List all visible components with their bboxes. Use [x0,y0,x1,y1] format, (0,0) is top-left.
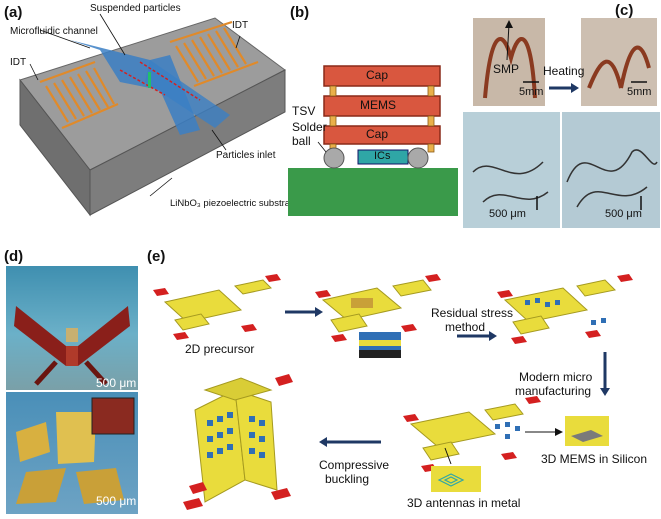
scale-500um-bottom: 500 μm [96,494,137,508]
microstructure-photo-left [463,112,560,228]
scale-500um-top: 500 μm [96,376,137,390]
precursor-2d-cross [153,274,281,340]
panel-d-label: (d) [4,248,24,265]
tsv-label: TSV [292,104,316,118]
scale-500um-left: 500 μm [489,208,526,220]
substrate-label: LiNbO₃ piezoelectric substrate [170,198,298,209]
cap-top-label: Cap [366,68,389,82]
ics-label: ICs [374,150,391,162]
panel-c: (c) SMP Heating 5mm 5mm 500 μm 500 μm [463,0,661,230]
panel-b: (b) Cap MEMS Cap ICs TSV Solder ball [288,0,463,230]
solder-ball-left [323,147,345,169]
compressive-label: Compressive [319,458,390,472]
folded-structure-photo-top [6,266,138,390]
panel-c-overlays [505,20,647,210]
right-idt-electrode [169,20,259,88]
panel-d: (d) 500 μm 500 μm [0,240,145,519]
folded-structure-photo-bottom [6,392,138,514]
scale-5mm-left: 5mm [519,86,544,98]
panel-a-label: (a) [4,4,23,21]
idt-left-label: IDT [10,57,27,68]
precursor-with-mems [497,274,633,344]
smp-label: SMP [493,62,520,76]
ball-label: ball [292,134,311,148]
precursor-with-pattern [315,274,441,358]
cap-bottom-label: Cap [366,127,389,141]
panel-c-label: (c) [615,2,634,19]
modern-micro-label-2: manufacturing [515,384,592,398]
suspended-particles-label: Suspended particles [90,3,181,14]
solder-ball-right [407,147,429,169]
residual-stress-label-1: Residual stress [431,306,514,320]
heating-label: Heating [543,64,585,78]
precursor-with-antennas [403,396,541,472]
particles-inlet-label: Particles inlet [216,150,276,161]
idt-right-label: IDT [232,20,249,31]
scale-500um-right: 500 μm [605,208,642,220]
mems-package-illustration [288,65,458,216]
panel-b-label: (b) [290,4,310,21]
mems-label: MEMS [360,98,396,112]
panel-e-label: (e) [147,248,166,265]
buckled-3d-structure [183,374,293,510]
microstructure-photo-right [562,112,660,228]
microfluidic-channel [70,40,200,135]
saw-device-illustration [19,13,286,217]
panel-e: (e) 2D precursor Residual stress method … [145,240,661,519]
solder-label: Solder [292,120,327,134]
left-idt-electrode [39,60,119,130]
modern-micro-label-1: Modern micro [519,370,593,384]
panel-a: (a) Suspended particles IDT Microfluidic… [0,0,298,230]
residual-stress-label-2: method [445,320,486,334]
buckling-label: buckling [325,472,370,486]
scale-5mm-right: 5mm [627,86,652,98]
mems-3d-label: 3D MEMS in Silicon [541,452,648,466]
smp-after-photo [581,18,657,106]
precursor-2d-label: 2D precursor [185,342,255,356]
mems-silicon-inset [565,416,609,446]
microfluidic-channel-label: Microfluidic channel [10,26,98,37]
antennas-3d-label: 3D antennas in metal [407,496,521,510]
fabrication-flow-diagram [153,274,633,510]
